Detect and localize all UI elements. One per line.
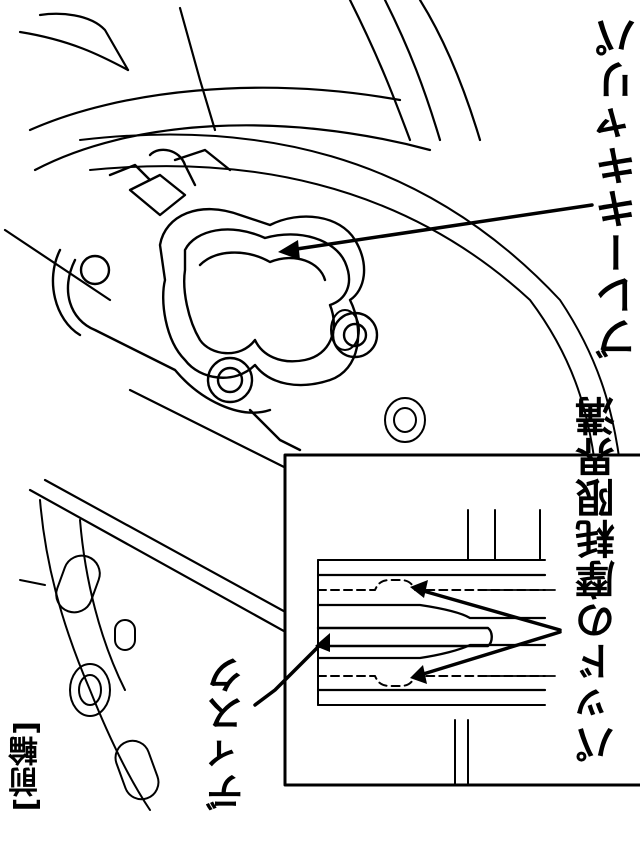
pad-groove-arrow-lower <box>418 630 562 677</box>
leader-arrows <box>253 203 594 707</box>
pad-groove-arrow-upper <box>418 588 562 632</box>
section-label: [前輪] <box>9 720 44 812</box>
disc-label: ディスク <box>206 655 250 811</box>
pad-groove-label: パッドの摩耗限界溝 <box>576 395 622 764</box>
disc-arrow <box>253 638 327 707</box>
disc-holes <box>55 554 160 801</box>
pad-detail-inset <box>283 453 640 787</box>
arrowheads <box>278 240 428 684</box>
caliper-arrow <box>288 203 594 252</box>
caliper-drawing <box>51 148 379 452</box>
caliper-label: ブレーキキャリパ <box>594 15 640 359</box>
fender-outline <box>18 0 482 172</box>
disc-arcs <box>19 133 626 811</box>
fork-leg <box>3 228 302 642</box>
